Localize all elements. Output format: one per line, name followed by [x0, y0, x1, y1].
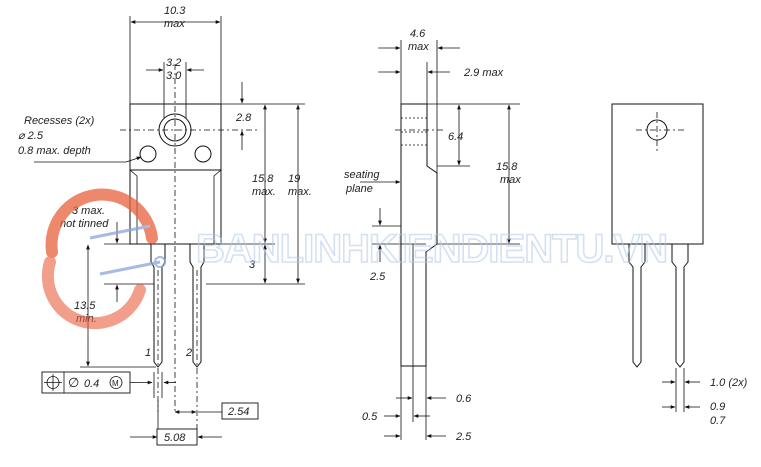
pitch-dim: 2.54: [227, 406, 249, 418]
back-lead-1: [628, 244, 646, 368]
side-thickness-value: 4.6: [410, 28, 426, 40]
side-thickness-qualifier: max: [408, 41, 429, 53]
back-lead-2: [671, 244, 689, 368]
overall-height-value: 19: [288, 173, 300, 185]
mmc-modifier: M: [112, 379, 119, 388]
seating-label-2: plane: [345, 183, 373, 195]
width-dim-value: 10.3: [164, 5, 186, 17]
side-tab-thickness: 2.9 max: [463, 67, 504, 79]
watermark: BANLINHKIENDIENTU.VN: [41, 188, 669, 330]
recesses-depth: 0.8 max. depth: [18, 145, 91, 157]
body-height-value: 15.8: [252, 173, 274, 185]
side-lead-thickness-left: 0.5: [362, 411, 378, 423]
hole-dim-min: 3.0: [166, 70, 182, 82]
lead-2: [189, 244, 205, 368]
back-lead-width-min: 0.7: [710, 415, 726, 427]
front-body-outline: [129, 103, 222, 245]
back-lead-width: 1.0 (2x): [710, 377, 748, 389]
back-view: 1.0 (2x) 0.9 0.7: [611, 103, 748, 427]
back-body-outline: [611, 103, 704, 245]
watermark-text: BANLINHKIENDIENTU.VN: [196, 227, 667, 271]
width-dim-qualifier: max: [164, 18, 185, 30]
hole-dim-max: 3.2: [166, 57, 181, 69]
body-height-qualifier: max.: [252, 186, 276, 198]
top-to-hole-dim: 2.8: [235, 112, 252, 124]
side-standoff: 2.5: [369, 271, 386, 283]
recesses-leader: [125, 156, 142, 163]
watermark-logo-icon: [41, 188, 166, 330]
pin-2-label: 2: [185, 347, 192, 359]
diameter-symbol: ∅: [68, 375, 79, 390]
side-hole-height: 6.4: [448, 131, 463, 143]
side-body-height-qualifier: max: [500, 174, 521, 186]
lead-length-value: 13.5: [74, 300, 96, 312]
tolerance-frame: ∅ 0.4 M: [41, 371, 176, 398]
recesses-diameter: ⌀ 2.5: [18, 130, 44, 142]
front-body-chamfer-right: [213, 169, 222, 244]
pin-1-label: 1: [145, 347, 151, 359]
overall-height-qualifier: max.: [288, 186, 312, 198]
recess-right: [194, 145, 212, 163]
mmc-modifier-circle: [109, 376, 123, 389]
pitch2-box: [156, 428, 198, 446]
front-view: 1 2 10.3 max 3.2 3.0 Recesses (2x) ⌀ 2.5…: [18, 5, 312, 446]
front-body-chamfer-left: [129, 169, 138, 244]
back-lead-width-max: 0.9: [710, 401, 725, 413]
side-lead-thickness-right: 0.6: [456, 393, 472, 405]
pitch-box: [221, 402, 259, 420]
lead-step-dim: 3: [249, 259, 256, 271]
pitch2-dim: 5.08: [164, 432, 186, 444]
tolerance-value: 0.4: [84, 378, 99, 390]
side-body-height-value: 15.8: [496, 161, 518, 173]
recesses-label: Recesses (2x): [24, 115, 95, 127]
side-lead-offset: 2.5: [455, 431, 472, 443]
not-tinned-label: not tinned: [60, 218, 109, 230]
not-tinned-value: 3 max.: [72, 205, 105, 217]
recess-left: [139, 145, 157, 163]
seating-label: seating: [344, 169, 380, 181]
side-view: 4.6 max 2.9 max 6.4 15.8 max seating pla…: [344, 28, 521, 443]
